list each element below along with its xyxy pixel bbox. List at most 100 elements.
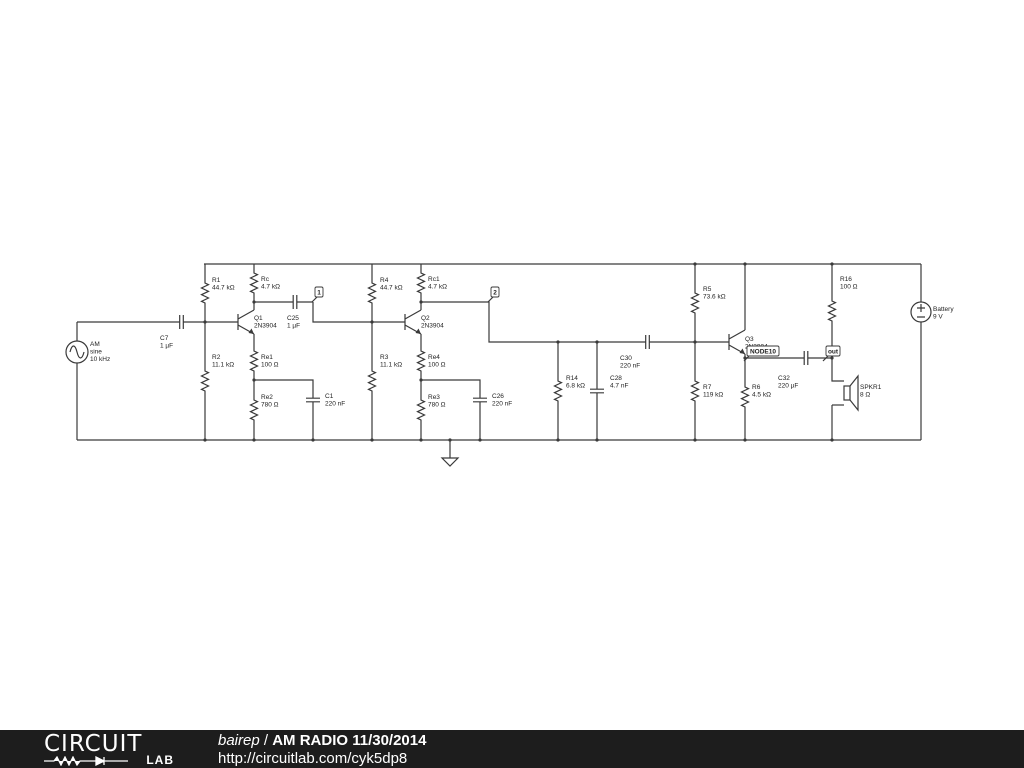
circuit-title-line: bairep / AM RADIO 11/30/2014 [218,732,426,750]
resistor-re1[interactable] [249,342,259,380]
junction-dot [478,438,482,442]
battery-icon[interactable] [910,301,932,323]
label-line: C25 [287,315,299,322]
transistor-q2[interactable] [404,309,422,335]
label-line: C26 [492,393,504,400]
wire [421,379,481,390]
label-line: 220 nF [620,363,640,370]
node-tag-n2[interactable]: 2 [487,286,500,303]
logo-text-circuit: CIRCUIT [44,731,143,757]
capacitor-c32[interactable] [780,351,832,365]
author-link[interactable]: bairep [218,732,260,749]
label-line: Rc1 [428,276,440,283]
label-line: 8 Ω [860,392,870,399]
resistor-rc[interactable] [249,264,259,302]
label-line: C7 [160,335,169,342]
node-tag-n1[interactable]: 1 [311,286,324,303]
resistor-r5[interactable] [690,264,700,342]
capacitor-c1[interactable] [306,390,320,410]
node-tag-node10[interactable]: NODE10 [743,345,780,362]
svg-text:2: 2 [493,290,497,297]
transistor-q1[interactable] [237,309,255,335]
svg-text:out: out [828,349,839,356]
label-line: R6 [752,384,761,391]
capacitor-c26[interactable] [473,390,487,410]
label-line: 4.7 nF [610,383,628,390]
capacitor-c28[interactable] [590,342,604,440]
label-line: C28 [610,375,622,382]
label-line: C32 [778,375,790,382]
label-line: R1 [212,277,221,284]
capacitor-c30[interactable] [600,335,695,349]
junction-dot [830,438,834,442]
resistor-rc1[interactable] [416,264,426,302]
wire [254,379,314,390]
resistor-r3[interactable] [367,322,377,440]
label-line: 1 µF [287,323,300,330]
label-line: 2N3904 [254,323,277,330]
label-line: Re2 [261,394,273,401]
label-line: 220 nF [325,401,345,408]
wire [831,358,844,382]
capacitor-c25[interactable] [277,295,313,309]
transistor-q3[interactable] [728,329,746,355]
resistor-re3[interactable] [416,380,426,440]
resistor-re2[interactable] [249,380,259,440]
wires [76,262,922,458]
label-line: R5 [703,286,712,293]
label-line: 2N3904 [421,323,444,330]
label-line: Rc [261,276,270,283]
label-line: 100 Ω [261,362,279,369]
label-line: Q3 [745,336,754,343]
resistor-r6[interactable] [740,354,750,440]
label-line: 73.6 kΩ [703,294,726,301]
footer-bar: CIRCUIT LAB bairep / AM RADIO 11/30/2014… [0,730,1024,768]
svg-text:NODE10: NODE10 [750,349,776,356]
circuitlab-logo[interactable]: CIRCUIT LAB [44,731,174,767]
label-line: 100 Ω [428,362,446,369]
label-line: R14 [566,375,578,382]
circuit-url[interactable]: http://circuitlab.com/cyk5dp8 [218,750,408,767]
resistor-r7[interactable] [690,342,700,440]
node-tag-out[interactable]: out [822,345,841,362]
resistor-r1[interactable] [200,264,210,322]
resistor-r16[interactable] [827,264,837,358]
speaker-icon[interactable] [843,374,859,412]
label-line: R2 [212,354,221,361]
label-line: Q2 [421,315,430,322]
ac-source-am[interactable] [65,340,89,364]
label-line: 780 Ω [428,402,446,409]
label-line: 6.8 kΩ [566,383,585,390]
logo-text-lab: LAB [146,753,174,767]
capacitor-c7[interactable] [158,315,205,329]
label-line: SPKR1 [860,384,882,391]
resistor-re4[interactable] [416,342,426,380]
title-separator: / [259,732,273,749]
label-line: Battery [933,306,954,313]
resistor-r14[interactable] [553,342,563,440]
label-line: 119 kΩ [703,392,723,399]
junction-dot [311,438,315,442]
resistor-r4[interactable] [367,264,377,322]
label-line: Re1 [261,354,273,361]
resistor-r2[interactable] [200,322,210,440]
